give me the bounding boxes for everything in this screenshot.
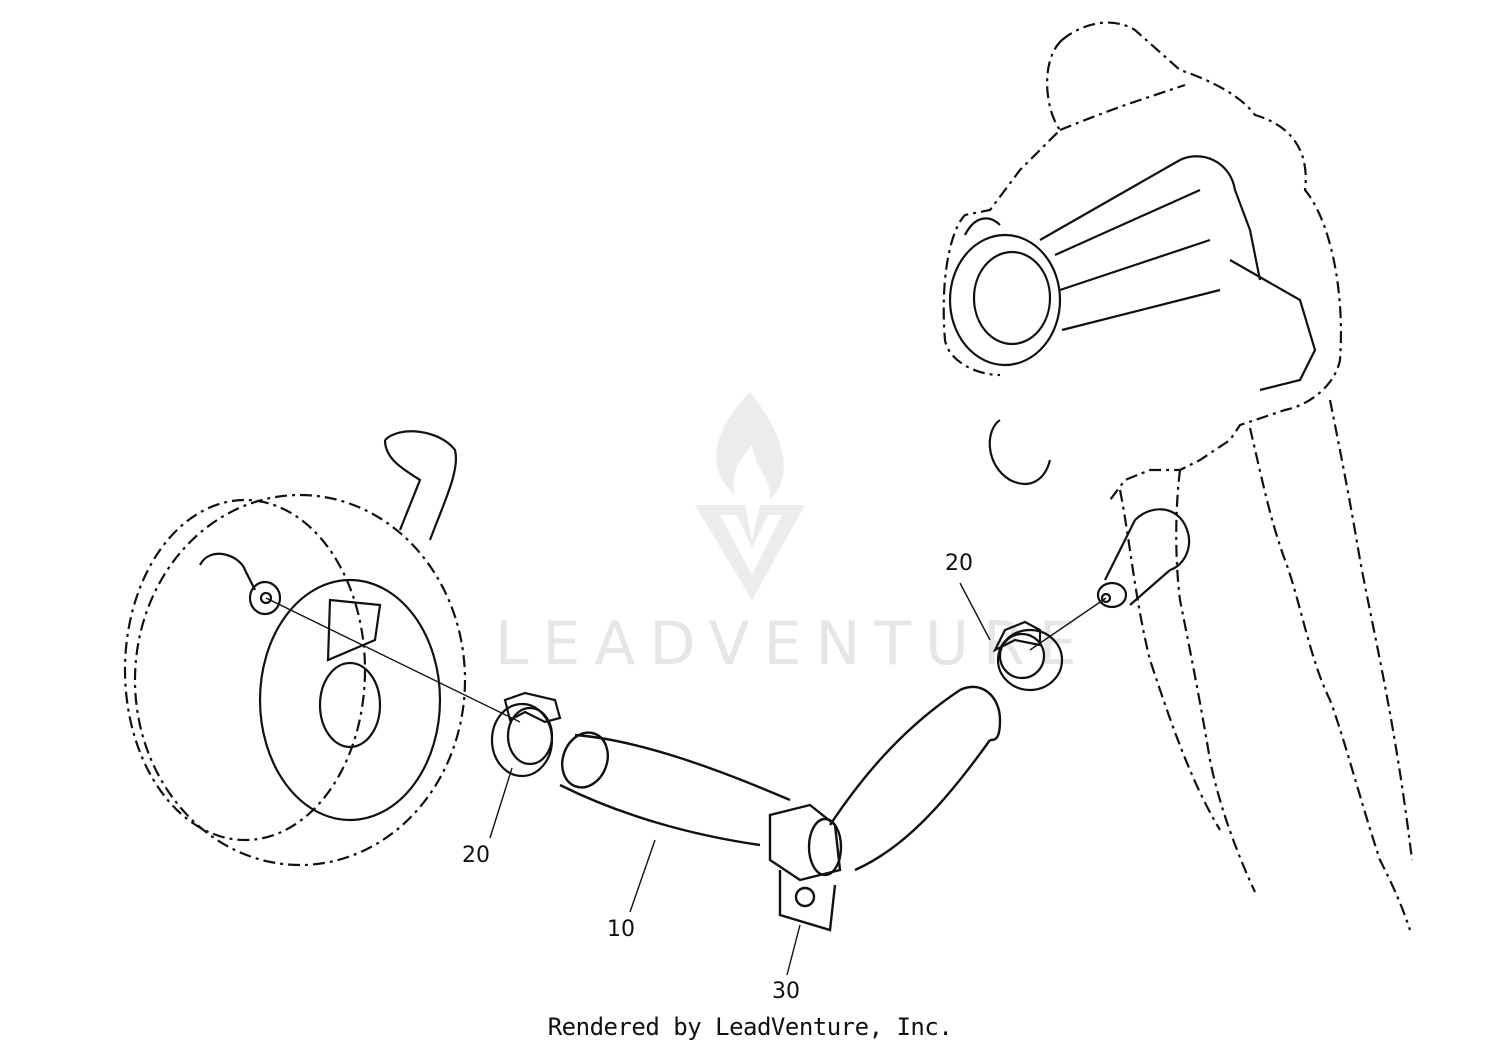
hose-bracket [768, 803, 843, 932]
callout-bracket: 30 [772, 979, 800, 1004]
leader-lines [489, 582, 991, 976]
flame-v-logo-icon [695, 392, 805, 600]
coolant-hose [559, 685, 1002, 872]
callout-clamp-left: 20 [462, 843, 490, 868]
water-pump-outlet [948, 155, 1317, 486]
callout-hose: 10 [607, 917, 635, 942]
hose-clamp-right [992, 620, 1064, 692]
engine-inlet-fitting [1096, 508, 1191, 609]
engine-housing [942, 21, 1414, 931]
callout-clamp-right: 20 [945, 551, 973, 576]
footer-credit: Rendered by LeadVenture, Inc. [547, 1013, 953, 1041]
oil-cooler [123, 430, 467, 867]
assembly-lines [265, 597, 1107, 723]
watermark-text: LEADVENTURE [495, 609, 1091, 679]
hose-clamp-left [490, 691, 562, 778]
